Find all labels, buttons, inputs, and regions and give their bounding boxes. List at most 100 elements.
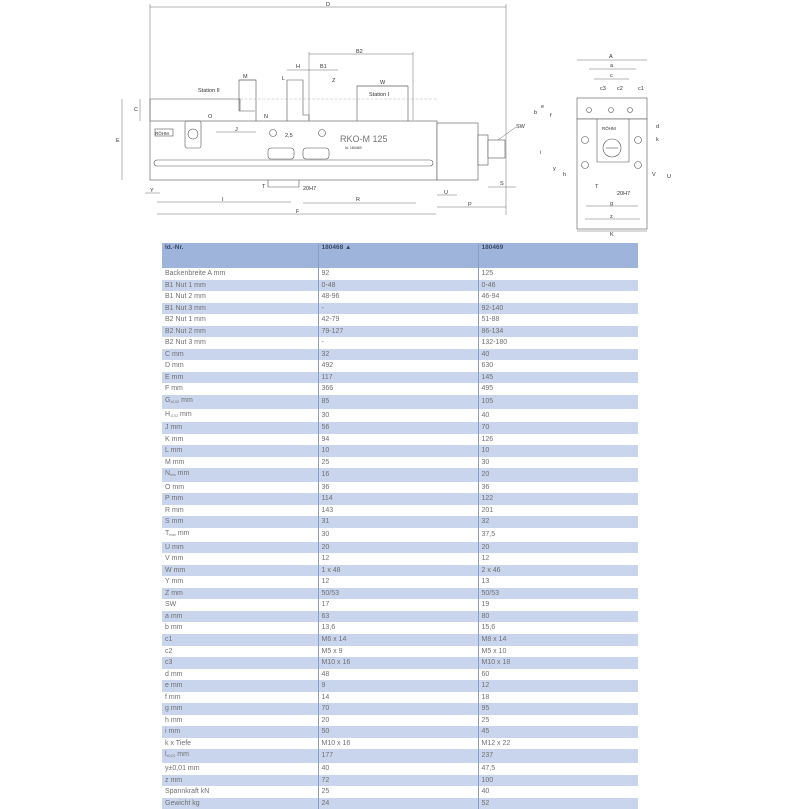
row-label: a mm (162, 610, 318, 623)
row-label: Gewicht kg (162, 797, 318, 809)
table-header-row: Id.-Nr. 180468 ▲ 180469 (162, 243, 638, 268)
value-180469: 36 (477, 481, 638, 494)
value-180468: M5 x 9 (317, 645, 478, 658)
brand-logo: RÖHM (155, 130, 169, 136)
row-label: c2 (162, 646, 318, 658)
row-label-text: C mm (165, 350, 184, 358)
label-z: z (610, 214, 613, 220)
row-label: h mm (162, 715, 318, 727)
value-180469: 201 (477, 504, 638, 517)
row-label: Tmax mm (162, 528, 318, 542)
row-label: F mm (162, 383, 318, 395)
label-W: W (380, 80, 386, 86)
label-E: E (116, 138, 120, 144)
value-180469: 19 (477, 599, 638, 611)
value-180468: 13,6 (317, 622, 478, 634)
value-180468: 72 (317, 774, 478, 787)
row-label: U mm (162, 541, 318, 554)
value-180469: 105 (477, 395, 638, 409)
row-label: f mm (162, 692, 318, 704)
label-fit: 20H7 (303, 186, 316, 192)
row-label-text: b mm (165, 624, 183, 632)
value-180469: 122 (477, 493, 638, 505)
value-180468: 25 (317, 786, 478, 798)
row-label-text: B2 Nut 2 mm (165, 327, 206, 335)
value-180468: 56 (317, 422, 478, 434)
value-180468: 48-96 (317, 291, 478, 303)
label-station-1: Station I (369, 92, 390, 98)
header-180468: 180468 ▲ (317, 243, 478, 268)
label-S: S (500, 181, 504, 187)
row-label-text: Z mm (165, 589, 183, 597)
value-180469: 630 (477, 360, 638, 372)
row-label-unit: mm (179, 397, 193, 405)
row-label-text: V mm (165, 555, 184, 563)
row-label: E mm (162, 371, 318, 384)
label-side-T2: V (652, 172, 656, 178)
value-180469: 52 (477, 797, 638, 809)
value-180468: M10 x 16 (317, 737, 478, 750)
label-h: h (563, 172, 566, 178)
value-180468: 30 (317, 408, 478, 423)
value-180468: 177 (317, 749, 478, 763)
row-label: P mm (162, 493, 318, 505)
value-180468: 30 (317, 528, 478, 542)
label-T: T (262, 184, 266, 190)
value-180468: 9 (317, 680, 478, 692)
value-180469: 50/53 (477, 587, 638, 600)
row-label-text: y±0,01 mm (165, 764, 200, 772)
label-M: M (243, 74, 248, 80)
label-F: F (296, 209, 300, 215)
row-label-text: U mm (165, 543, 184, 551)
value-180468: M10 x 16 (317, 657, 478, 669)
label-y: y (553, 166, 556, 172)
label-N: N (264, 114, 268, 120)
row-label: H-0,02 mm (162, 409, 318, 423)
row-label: B2 Nut 2 mm (162, 325, 318, 338)
label-side-fit: 20H7 (617, 191, 630, 197)
row-label: SW (162, 599, 318, 611)
label-R: R (356, 197, 360, 203)
value-180469: 132-180 (477, 337, 638, 349)
value-180468: 117 (317, 371, 478, 384)
row-label-text: Backenbreite A mm (165, 270, 226, 277)
row-label: d mm (162, 669, 318, 681)
label-P: P (468, 202, 472, 208)
row-label: O mm (162, 482, 318, 494)
header-180469: 180469 (477, 243, 638, 268)
side-brand-logo: RÖHM (602, 125, 616, 131)
value-180468: 20 (317, 541, 478, 554)
value-180468: 92 (317, 268, 478, 280)
label-L: L (282, 76, 285, 82)
row-label-text: B1 Nut 2 mm (165, 293, 206, 301)
value-180468: 50 (317, 726, 478, 738)
label-O: O (208, 114, 213, 120)
label-B2: B2 (356, 49, 363, 55)
label-J: J (235, 127, 238, 133)
row-label: e mm (162, 680, 318, 692)
value-180468: 63 (317, 610, 478, 623)
label-B1: B1 (320, 64, 327, 70)
row-label: W mm (162, 564, 318, 577)
row-label-text: e mm (165, 682, 183, 690)
row-label-text: c2 (165, 647, 173, 655)
label-I: I (222, 197, 224, 203)
row-label-text: W mm (165, 566, 186, 574)
